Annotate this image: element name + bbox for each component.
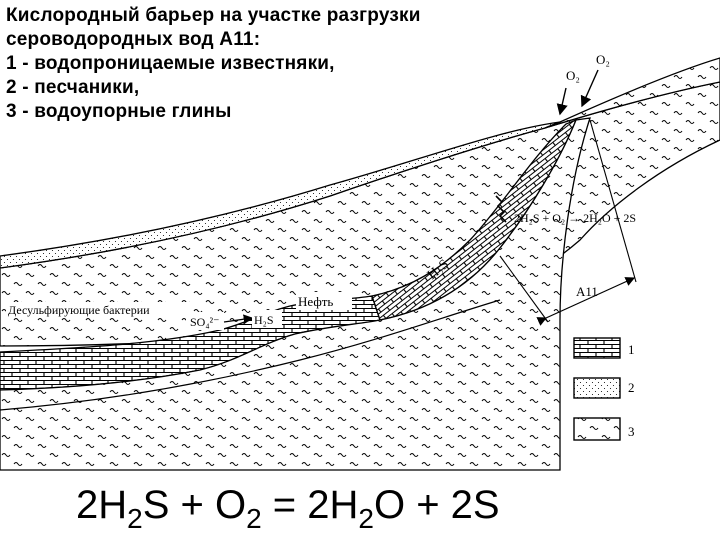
o2-label-left: O₂: [566, 68, 580, 83]
oxygen-barrier-zone: [495, 195, 507, 223]
clay-layer-lower: [0, 117, 591, 471]
oil-label-bg: [296, 292, 352, 310]
reaction-label: 2H₂S + O₂ → 2H₂O + 2S: [514, 211, 636, 225]
equation-part: S + O: [142, 483, 247, 527]
sulfate-label: SO₄²⁻: [190, 315, 219, 329]
a11-dimension-arrow: [536, 277, 636, 326]
o2-arrow-right: [580, 69, 599, 108]
o2-arrow-left: [556, 87, 568, 116]
a11-label: A11: [576, 284, 598, 299]
legend-swatch-sandstone: [573, 377, 621, 399]
legend: 1 2 3: [573, 337, 635, 441]
title-line-1: Кислородный барьер на участке разгрузки: [6, 5, 421, 26]
h2s-arrow-label: H₂S: [254, 313, 274, 327]
reaction-equation: 2H2S + O2 = 2H2O + 2S: [76, 478, 636, 538]
equation-subscript: 2: [358, 503, 374, 534]
a11-extent-line-1: [589, 119, 637, 283]
bacteria-label-bg: [6, 302, 192, 318]
equation-subscript: 2: [127, 503, 143, 534]
title-line-3: 1 - водопроницаемые известняки,: [6, 53, 335, 74]
legend-number-3: 3: [628, 424, 635, 439]
sulfate-label-bg: [186, 312, 224, 330]
clay-layer-right: [544, 57, 720, 129]
equation-part: = 2H: [261, 483, 359, 527]
sulfate-to-h2s-arrow: [223, 314, 254, 324]
legend-swatch-limestone: [573, 337, 621, 359]
legend-number-2: 2: [628, 380, 635, 395]
bacteria-label: Десульфирующие бактерии: [8, 303, 150, 317]
title-line-2: сероводородных вод А11:: [6, 29, 261, 50]
equation-part: O + 2S: [373, 483, 500, 527]
equation-subscript: 2: [246, 503, 262, 534]
title-line-5: 3 - водоупорные глины: [6, 101, 232, 122]
oil-label: Нефть: [298, 294, 333, 309]
equation-part: 2H: [76, 483, 128, 527]
h2s-arrow-label-bg: [252, 310, 282, 328]
title-line-4: 2 - песчаники,: [6, 77, 140, 98]
legend-swatch-clay: [573, 417, 621, 441]
legend-number-1: 1: [628, 342, 635, 357]
o2-label-right: O₂: [596, 52, 610, 67]
slide-title: Кислородный барьер на участке разгрузки …: [6, 4, 526, 124]
clay-band-bottom: [0, 299, 501, 411]
